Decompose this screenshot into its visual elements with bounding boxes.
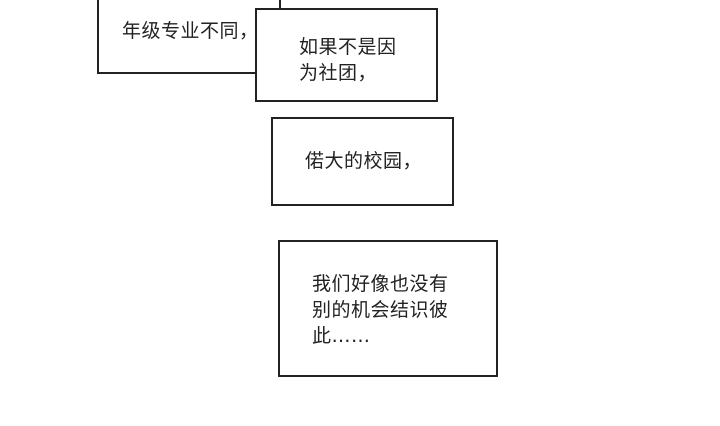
caption-text-3: 偌大的校园， — [305, 150, 423, 172]
caption-box-4 — [278, 240, 498, 377]
caption-box-3 — [271, 117, 454, 206]
caption-text-4: 我们好像也没有 别的机会结识彼 此…… — [312, 273, 449, 347]
caption-text-2: 如果不是因 为社团， — [299, 36, 397, 84]
caption-box-2 — [255, 8, 438, 102]
caption-box-1 — [97, 0, 281, 74]
caption-text-1: 年级专业不同， — [122, 20, 259, 42]
